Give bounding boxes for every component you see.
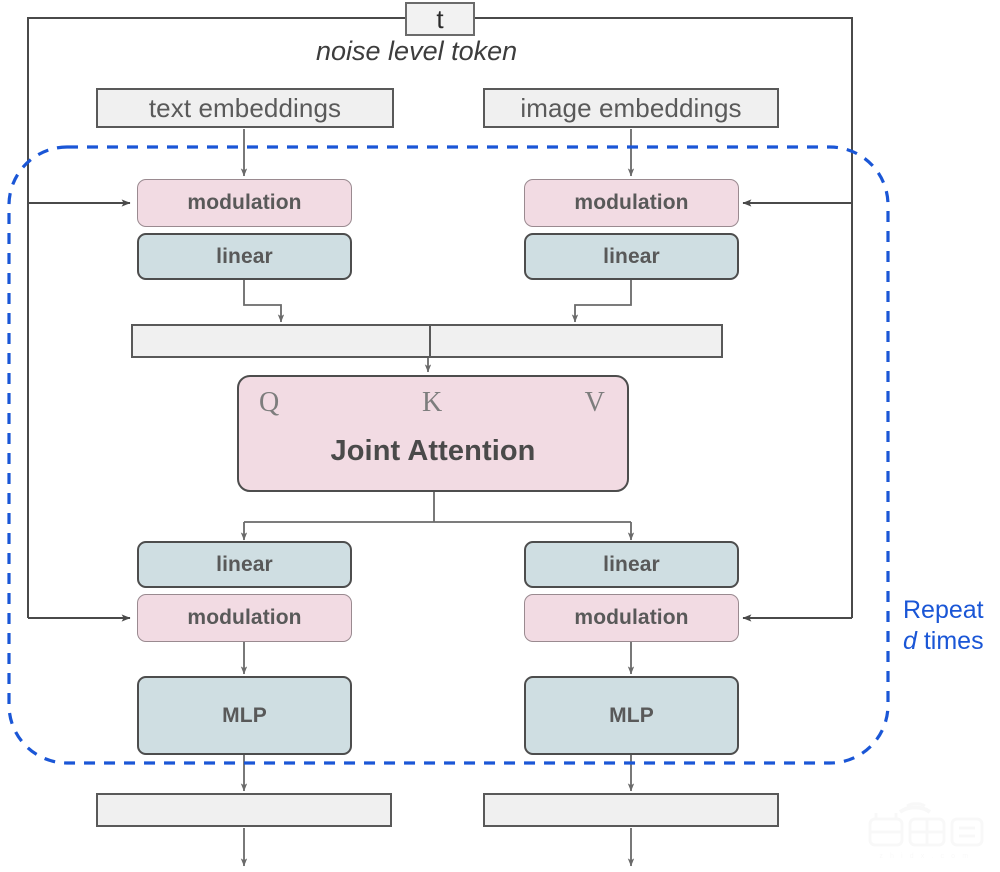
- linear-text-top[interactable]: linear: [137, 233, 352, 280]
- linear-text-bottom[interactable]: linear: [137, 541, 352, 588]
- linear-image-top[interactable]: linear: [524, 233, 739, 280]
- image-embeddings-box[interactable]: image embeddings: [483, 88, 779, 128]
- k-label: K: [422, 387, 443, 418]
- joint-attention-label: Joint Attention: [330, 435, 536, 467]
- mlp-text-label: MLP: [222, 703, 267, 727]
- repeat-word: Repeat: [903, 596, 984, 624]
- q-label: Q: [259, 387, 280, 418]
- linear-image-bottom-label: linear: [603, 552, 660, 576]
- mlp-image[interactable]: MLP: [524, 676, 739, 755]
- modulation-text-bottom[interactable]: modulation: [137, 594, 352, 642]
- text-embeddings-box[interactable]: text embeddings: [96, 88, 394, 128]
- modulation-text-bottom-label: modulation: [187, 606, 302, 629]
- concat-sequence-bar[interactable]: [131, 324, 723, 358]
- mlp-image-label: MLP: [609, 703, 654, 727]
- modulation-image-top[interactable]: modulation: [524, 179, 739, 227]
- linear-text-bottom-label: linear: [216, 552, 273, 576]
- repeat-d-symbol: d: [903, 626, 917, 655]
- mlp-text[interactable]: MLP: [137, 676, 352, 755]
- modulation-image-top-label: modulation: [574, 191, 689, 214]
- output-text-bar[interactable]: [96, 793, 392, 827]
- linear-image-top-label: linear: [603, 244, 660, 268]
- repeat-times-word: times: [916, 626, 984, 655]
- concat-divider: [429, 326, 431, 356]
- v-label: V: [584, 387, 605, 418]
- image-embeddings-label: image embeddings: [520, 92, 742, 123]
- modulation-image-bottom-label: modulation: [574, 606, 689, 629]
- text-embeddings-label: text embeddings: [148, 92, 342, 123]
- repeat-d-times-label: Repeat d times: [903, 595, 984, 656]
- modulation-text-top[interactable]: modulation: [137, 179, 352, 227]
- noise-level-token-label: t: [436, 3, 444, 34]
- modulation-text-top-label: modulation: [187, 191, 302, 214]
- linear-text-top-label: linear: [216, 244, 273, 268]
- joint-attention-block[interactable]: Q K V Joint Attention: [237, 375, 629, 492]
- output-image-bar[interactable]: [483, 793, 779, 827]
- watermark-domain: z h i d x . c o m: [879, 853, 970, 860]
- linear-image-bottom[interactable]: linear: [524, 541, 739, 588]
- watermark: z h i d x . c o m: [860, 795, 990, 861]
- modulation-image-bottom[interactable]: modulation: [524, 594, 739, 642]
- noise-level-token-box[interactable]: t: [405, 2, 475, 36]
- noise-level-token-caption: noise level token: [316, 36, 518, 66]
